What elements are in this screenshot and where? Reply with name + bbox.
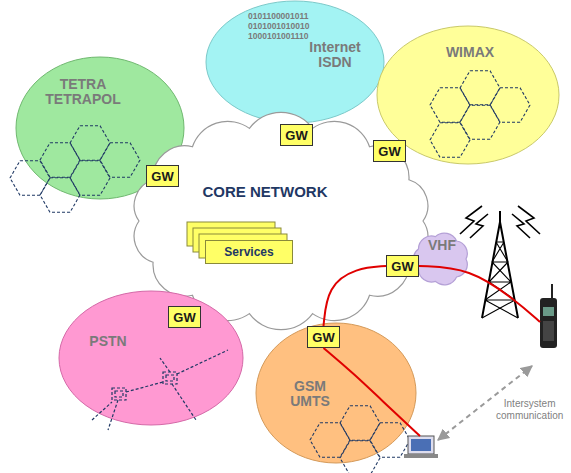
services-box: Services [205,240,293,264]
network-name: PSTN [89,334,126,349]
label-holder: GSM UMTS [290,379,330,410]
cell-hexagon [490,88,530,123]
gateway-label: GW [151,169,173,184]
cell-hexagon [340,441,380,473]
network-ellipse: PSTN [58,290,244,426]
intersystem-label: Intersystem communication [496,398,563,421]
network-ellipse-outline [58,290,244,426]
network-name: WIMAX [446,45,494,60]
signal-path-extension [324,348,421,436]
signal-path-extension [419,266,540,322]
label-holder: Intersystem communication [496,398,563,421]
cell-hexagon [460,71,500,106]
cell-hexagon [40,178,80,213]
gateway-box: GW [168,306,201,328]
gateway-box: GW [280,124,313,146]
cell-hexagon [40,143,80,178]
cell-hexagon [340,406,380,441]
network-name: TETRA TETRAPOL [45,77,120,108]
gateway-box: GW [373,140,406,162]
gateway-box: GW [146,165,179,187]
gateway-label: GW [378,144,400,159]
label-holder: CORE NETWORK [203,184,328,201]
network-name: GSM UMTS [290,379,330,410]
core-title: CORE NETWORK [203,184,328,201]
network-name: VHF [428,238,456,253]
signal-path [324,266,387,326]
pstn-network [92,350,228,430]
gateway-label: GW [285,128,307,143]
cell-hexagon [310,423,350,458]
intersystem-arrow [438,366,532,440]
gateway-label: GW [391,259,413,274]
label-holder: TETRA TETRAPOL [45,77,120,108]
label-holder: VHF [428,238,456,253]
laptop-icon [404,436,438,458]
stacked-sheets [125,112,126,113]
radio-tower [460,206,540,318]
cell-hexagon [10,161,50,196]
cell-hexagon [430,123,470,158]
cell-hexagon [70,161,110,196]
gateway-label: GW [312,330,334,345]
label-holder: 0101100001011 0101001010010 100010100111… [248,12,309,41]
handset-icon [540,284,557,348]
network-name: Internet ISDN [309,40,360,71]
label-holder: Internet ISDN [309,40,360,71]
gateway-box: GW [307,326,340,348]
binary-data: 0101100001011 0101001010010 100010100111… [248,12,309,41]
label-holder: WIMAX [446,45,494,60]
cell-hexagon [100,143,140,178]
label-holder: PSTN [89,334,126,349]
cell-hexagon [370,423,410,458]
cell-hexagons [10,71,530,473]
cell-hexagon [70,126,110,161]
cell-hexagon [430,88,470,123]
cell-hexagon [460,105,500,140]
gateway-label: GW [173,310,195,325]
services-label: Services [224,245,273,259]
gateway-box: GW [386,255,419,277]
